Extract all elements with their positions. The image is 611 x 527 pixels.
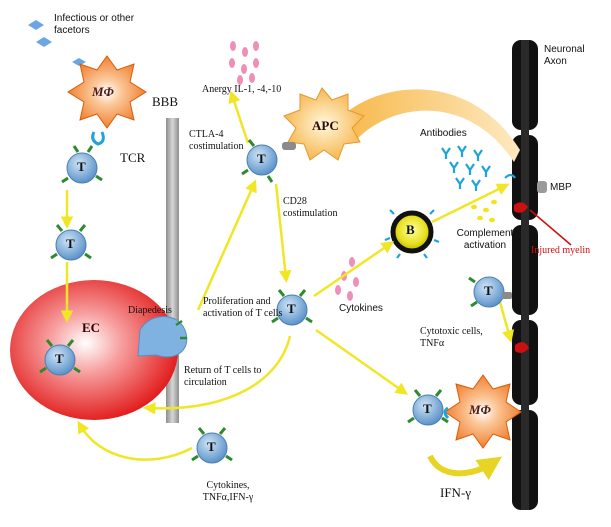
label-apc: APC bbox=[312, 118, 339, 133]
t-label-ec: T bbox=[55, 351, 64, 366]
label-cytotoxic: Cytotoxic cells, TNFα bbox=[420, 326, 483, 349]
label-cd28: CD28 costimulation bbox=[283, 196, 338, 219]
t-cell-proliferation bbox=[271, 289, 313, 326]
t-label-circulation: T bbox=[66, 236, 75, 251]
label-infectious: Infectious or other facetors bbox=[54, 13, 135, 36]
t-cell-cytotoxic bbox=[468, 276, 512, 308]
macrophage-top bbox=[67, 55, 147, 129]
label-proliferation: Proliferation and activation of T cells bbox=[203, 296, 283, 319]
injured-myelin-pointer bbox=[529, 209, 572, 246]
label-injured-myelin: Injured myelin bbox=[531, 245, 591, 256]
label-cytokines-bottom: Cytokines, TNFα,IFN-γ bbox=[202, 480, 254, 503]
complement-icons bbox=[471, 199, 497, 223]
label-ctla4: CTLA-4 costimulation bbox=[189, 129, 244, 152]
bottom-tcr-icon bbox=[443, 406, 450, 420]
t-label-macrophage: T bbox=[423, 401, 432, 416]
mhc-receptor-icon bbox=[282, 142, 296, 150]
t-cell-cytokines bbox=[191, 427, 233, 464]
apc-cell bbox=[283, 87, 365, 161]
label-macrophage-top: MΦ bbox=[92, 84, 114, 99]
b-cell bbox=[390, 210, 434, 254]
pathway-arrows bbox=[60, 90, 515, 461]
diapedesis-t-cell bbox=[137, 316, 188, 358]
macrophage-bottom bbox=[444, 374, 522, 449]
t-label-tcr: T bbox=[77, 159, 86, 174]
label-ec: EC bbox=[82, 320, 101, 335]
t-cell-macrophage bbox=[407, 389, 449, 426]
label-mbp: MBP bbox=[550, 182, 572, 193]
cytotoxic-damage-mark bbox=[515, 342, 529, 353]
endothelial-cell bbox=[10, 280, 178, 420]
t-cell-ec bbox=[39, 339, 81, 376]
diapedesis-receptor-icon bbox=[175, 319, 187, 340]
label-anergy: Anergy IL-1, -4,-10 bbox=[202, 84, 282, 95]
label-bbb: BBB bbox=[152, 94, 179, 109]
apc-dendrite bbox=[340, 89, 520, 162]
label-antibodies: Antibodies bbox=[420, 128, 467, 139]
infectious-factor-icons bbox=[28, 20, 86, 66]
t-label-cytotoxic: T bbox=[484, 283, 493, 298]
label-diapedesis: Diapedesis bbox=[128, 305, 172, 316]
t-cell-circulation bbox=[50, 224, 92, 261]
antibody-icons bbox=[441, 145, 516, 191]
mbp-marker bbox=[537, 181, 547, 193]
label-ifn-gamma: IFN-γ bbox=[440, 485, 472, 500]
t-cell-tcr bbox=[61, 145, 103, 184]
anergy-cytokines bbox=[229, 41, 259, 85]
label-complement: Complement activation bbox=[456, 228, 514, 251]
t-label-cytokines: T bbox=[207, 439, 216, 454]
label-b-cell: B bbox=[406, 222, 415, 237]
label-macrophage-bottom: MΦ bbox=[469, 402, 491, 417]
t-label-apc: T bbox=[257, 151, 266, 166]
tcr-receptor-icon bbox=[91, 131, 105, 146]
label-cytokines-mid: Cytokines bbox=[339, 303, 383, 314]
injured-myelin-mark bbox=[514, 202, 528, 213]
label-neuronal-axon: Neuronal Axon bbox=[544, 44, 585, 67]
neuronal-axon bbox=[512, 40, 538, 510]
label-tcr: TCR bbox=[120, 150, 146, 165]
t-label-proliferation: T bbox=[287, 301, 296, 316]
ifn-curved-arrow bbox=[427, 454, 502, 480]
label-return-t-cells: Return of T cells to circulation bbox=[184, 365, 262, 388]
t-cell-apc bbox=[241, 139, 278, 183]
b-cell-receptors bbox=[384, 209, 440, 259]
